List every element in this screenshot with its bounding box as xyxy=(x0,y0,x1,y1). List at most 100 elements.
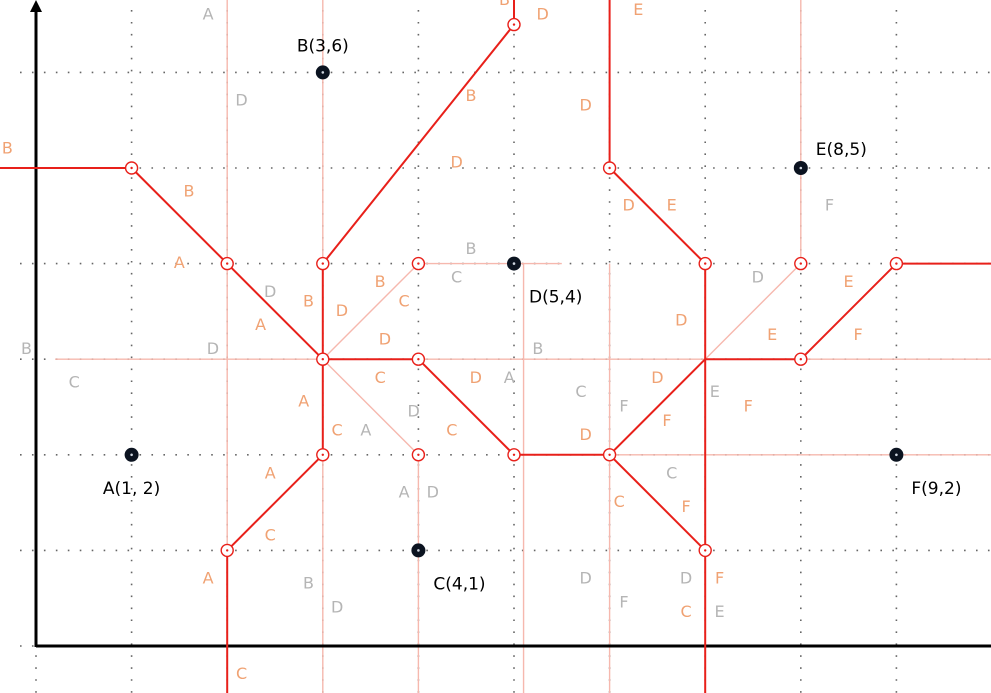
voronoi-edge xyxy=(608,358,707,456)
voronoi-vertex xyxy=(316,256,330,271)
region-label: B xyxy=(499,0,510,9)
voronoi-vertex xyxy=(411,352,426,366)
region-label: D xyxy=(331,597,343,616)
voronoi-edge xyxy=(130,167,229,265)
region-label: B xyxy=(532,339,543,358)
region-label: A xyxy=(174,253,185,272)
voronoi-vertex xyxy=(316,448,330,462)
region-label: F xyxy=(825,196,834,215)
region-label: D xyxy=(651,368,663,387)
region-label: F xyxy=(744,397,753,416)
site-label: D(5,4) xyxy=(529,288,582,308)
voronoi-edge xyxy=(226,453,324,552)
voronoi-vertex xyxy=(602,448,617,462)
region-label: C xyxy=(236,664,247,683)
region-label: C xyxy=(451,267,462,286)
voronoi-vertex xyxy=(794,256,808,271)
voronoi-vertex xyxy=(220,543,234,558)
voronoi-vertex xyxy=(889,256,904,271)
region-label: F xyxy=(854,325,863,344)
region-label: A xyxy=(399,483,410,502)
site-label: F(9,2) xyxy=(911,479,961,499)
region-label: D xyxy=(427,483,439,502)
region-label: D xyxy=(336,301,348,320)
region-label: A xyxy=(265,463,276,482)
region-label: D xyxy=(580,425,592,444)
faint-bisector xyxy=(704,263,802,360)
region-label: C xyxy=(614,492,625,511)
voronoi-vertex xyxy=(602,161,617,175)
region-label: C xyxy=(575,382,586,401)
voronoi-edge xyxy=(608,167,707,265)
region-label: F xyxy=(715,569,724,588)
voronoi-edge xyxy=(321,23,515,265)
faint-bisector xyxy=(322,358,419,456)
voronoi-edge xyxy=(799,262,898,361)
region-label: C xyxy=(446,420,457,439)
region-label: B xyxy=(465,239,476,258)
voronoi-vertex xyxy=(507,448,521,462)
voronoi-vertices xyxy=(124,17,904,558)
region-label: F xyxy=(681,497,690,516)
region-label: D xyxy=(623,196,635,215)
region-label: C xyxy=(69,373,80,392)
region-label: E xyxy=(633,0,643,19)
region-label: A xyxy=(203,5,214,24)
grid-dots xyxy=(20,10,991,693)
region-label: D xyxy=(235,91,247,110)
region-label: B xyxy=(375,272,386,291)
site-C: C(4,1) xyxy=(411,543,486,594)
region-label: A xyxy=(298,392,309,411)
voronoi-vertex xyxy=(698,543,712,558)
region-label: C xyxy=(398,291,409,310)
region-label: C xyxy=(332,420,343,439)
site-label: E(8,5) xyxy=(816,140,867,160)
region-label: D xyxy=(752,267,764,286)
region-label: D xyxy=(450,153,462,172)
region-label: D xyxy=(264,282,276,301)
region-label: A xyxy=(360,420,371,439)
voronoi-edge xyxy=(226,262,324,361)
region-label: B xyxy=(303,291,314,310)
region-label: C xyxy=(265,526,276,545)
region-label: A xyxy=(504,368,515,387)
region-label: F xyxy=(662,411,671,430)
axes xyxy=(30,0,991,648)
site-E: E(8,5) xyxy=(793,140,867,175)
region-label: E xyxy=(710,382,720,401)
voronoi-vertex xyxy=(411,448,426,462)
voronoi-edge xyxy=(417,358,515,456)
site-D: D(5,4) xyxy=(507,256,582,308)
region-label: D xyxy=(680,569,692,588)
region-label: F xyxy=(619,397,628,416)
region-label: B xyxy=(21,339,32,358)
voronoi-vertex xyxy=(794,352,808,366)
region-label: D xyxy=(580,95,592,114)
region-label: B xyxy=(2,138,13,157)
y-axis-arrow-icon xyxy=(30,0,42,12)
region-label: B xyxy=(303,573,314,592)
voronoi-vertex xyxy=(124,161,139,175)
region-label: B xyxy=(183,181,194,200)
site-label: A(1, 2) xyxy=(103,479,160,499)
region-labels: ADBDEBDBBDDEFABCDBBCDDEADDBDBEFCCDADCFEF… xyxy=(2,0,863,683)
region-label: C xyxy=(375,368,386,387)
region-label: F xyxy=(619,592,628,611)
region-label: D xyxy=(407,401,419,420)
region-label: D xyxy=(207,339,219,358)
sites: A(1, 2) B(3,6) C(4,1) D(5,4) E(8,5) F(9,2) xyxy=(103,36,962,594)
region-label: C xyxy=(680,602,691,621)
region-label: E xyxy=(844,272,854,291)
site-A: A(1, 2) xyxy=(103,447,160,499)
voronoi-vertex xyxy=(411,256,426,271)
region-label: D xyxy=(675,310,687,329)
region-label: A xyxy=(203,569,214,588)
voronoi-vertex xyxy=(507,17,521,32)
region-label: D xyxy=(580,569,592,588)
region-label: D xyxy=(537,5,549,24)
site-F: F(9,2) xyxy=(889,447,961,499)
site-label: C(4,1) xyxy=(433,574,485,594)
region-label: E xyxy=(767,325,777,344)
site-label: B(3,6) xyxy=(297,36,349,56)
